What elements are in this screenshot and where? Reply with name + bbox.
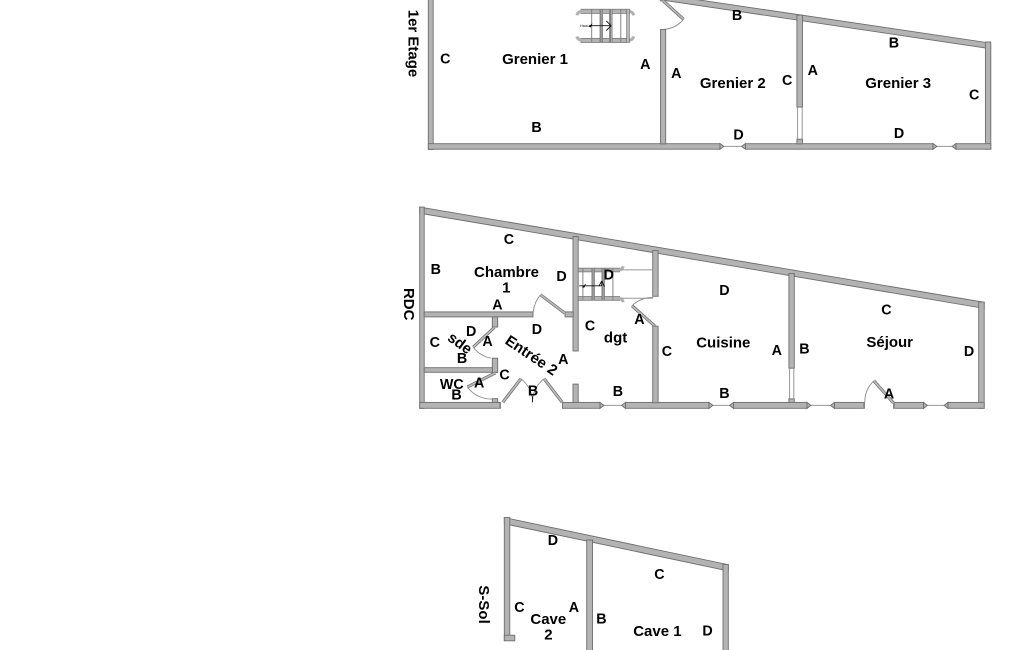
svg-text:A: A [808,63,818,79]
svg-text:B: B [596,611,606,627]
svg-text:B: B [719,386,729,402]
svg-text:C: C [504,232,514,248]
svg-text:C: C [782,73,792,89]
svg-text:C: C [499,368,509,384]
svg-text:Cave: Cave [530,611,566,628]
svg-text:D: D [532,322,542,338]
svg-text:B: B [799,341,809,357]
svg-text:C: C [662,344,672,360]
svg-text:D: D [733,128,743,144]
svg-text:Chambre: Chambre [474,264,539,281]
svg-text:C: C [585,319,595,335]
svg-text:dgt: dgt [604,330,627,347]
svg-text:Séjour: Séjour [866,334,913,351]
svg-text:B: B [889,36,899,52]
svg-text:Grenier 2: Grenier 2 [700,75,766,92]
svg-text:RDC: RDC [400,288,417,321]
svg-text:A: A [671,66,681,82]
svg-text:Cuisine: Cuisine [696,335,750,352]
svg-text:WC: WC [440,377,464,393]
svg-text:D: D [556,269,566,285]
svg-text:2: 2 [544,626,552,643]
svg-text:D: D [719,283,729,299]
svg-text:1: 1 [502,280,510,297]
svg-text:S-Sol: S-Sol [475,585,492,623]
svg-text:A: A [884,386,894,402]
svg-text:D: D [964,344,974,360]
svg-text:A: A [558,352,568,368]
svg-text:C: C [654,567,664,583]
svg-text:A: A [634,312,644,328]
svg-text:D: D [548,533,558,549]
svg-text:A: A [492,297,502,313]
svg-text:D: D [894,126,904,142]
svg-text:Entrée 2: Entrée 2 [502,332,561,379]
svg-text:B: B [431,262,441,278]
svg-text:B: B [613,384,623,400]
svg-text:B: B [732,8,742,24]
svg-text:C: C [969,88,979,104]
svg-text:A: A [482,334,492,350]
svg-text:C: C [440,51,450,67]
svg-text:C: C [514,600,524,616]
svg-text:1er Etage: 1er Etage [405,10,422,78]
svg-text:Grenier 1: Grenier 1 [502,51,568,68]
svg-text:B: B [528,383,538,399]
svg-text:D: D [466,324,476,340]
svg-text:B: B [457,351,467,367]
svg-text:C: C [881,303,891,319]
svg-text:A: A [772,343,782,359]
svg-text:A: A [474,376,484,392]
svg-text:A: A [640,57,650,73]
svg-text:D: D [702,623,712,639]
svg-text:Cave 1: Cave 1 [633,623,681,640]
svg-text:A: A [569,600,579,616]
svg-text:C: C [430,335,440,351]
svg-text:D: D [604,268,614,284]
svg-text:B: B [531,120,541,136]
svg-text:Haut: Haut [580,24,588,28]
svg-text:Grenier 3: Grenier 3 [865,75,931,92]
svg-text:B: B [451,388,461,404]
